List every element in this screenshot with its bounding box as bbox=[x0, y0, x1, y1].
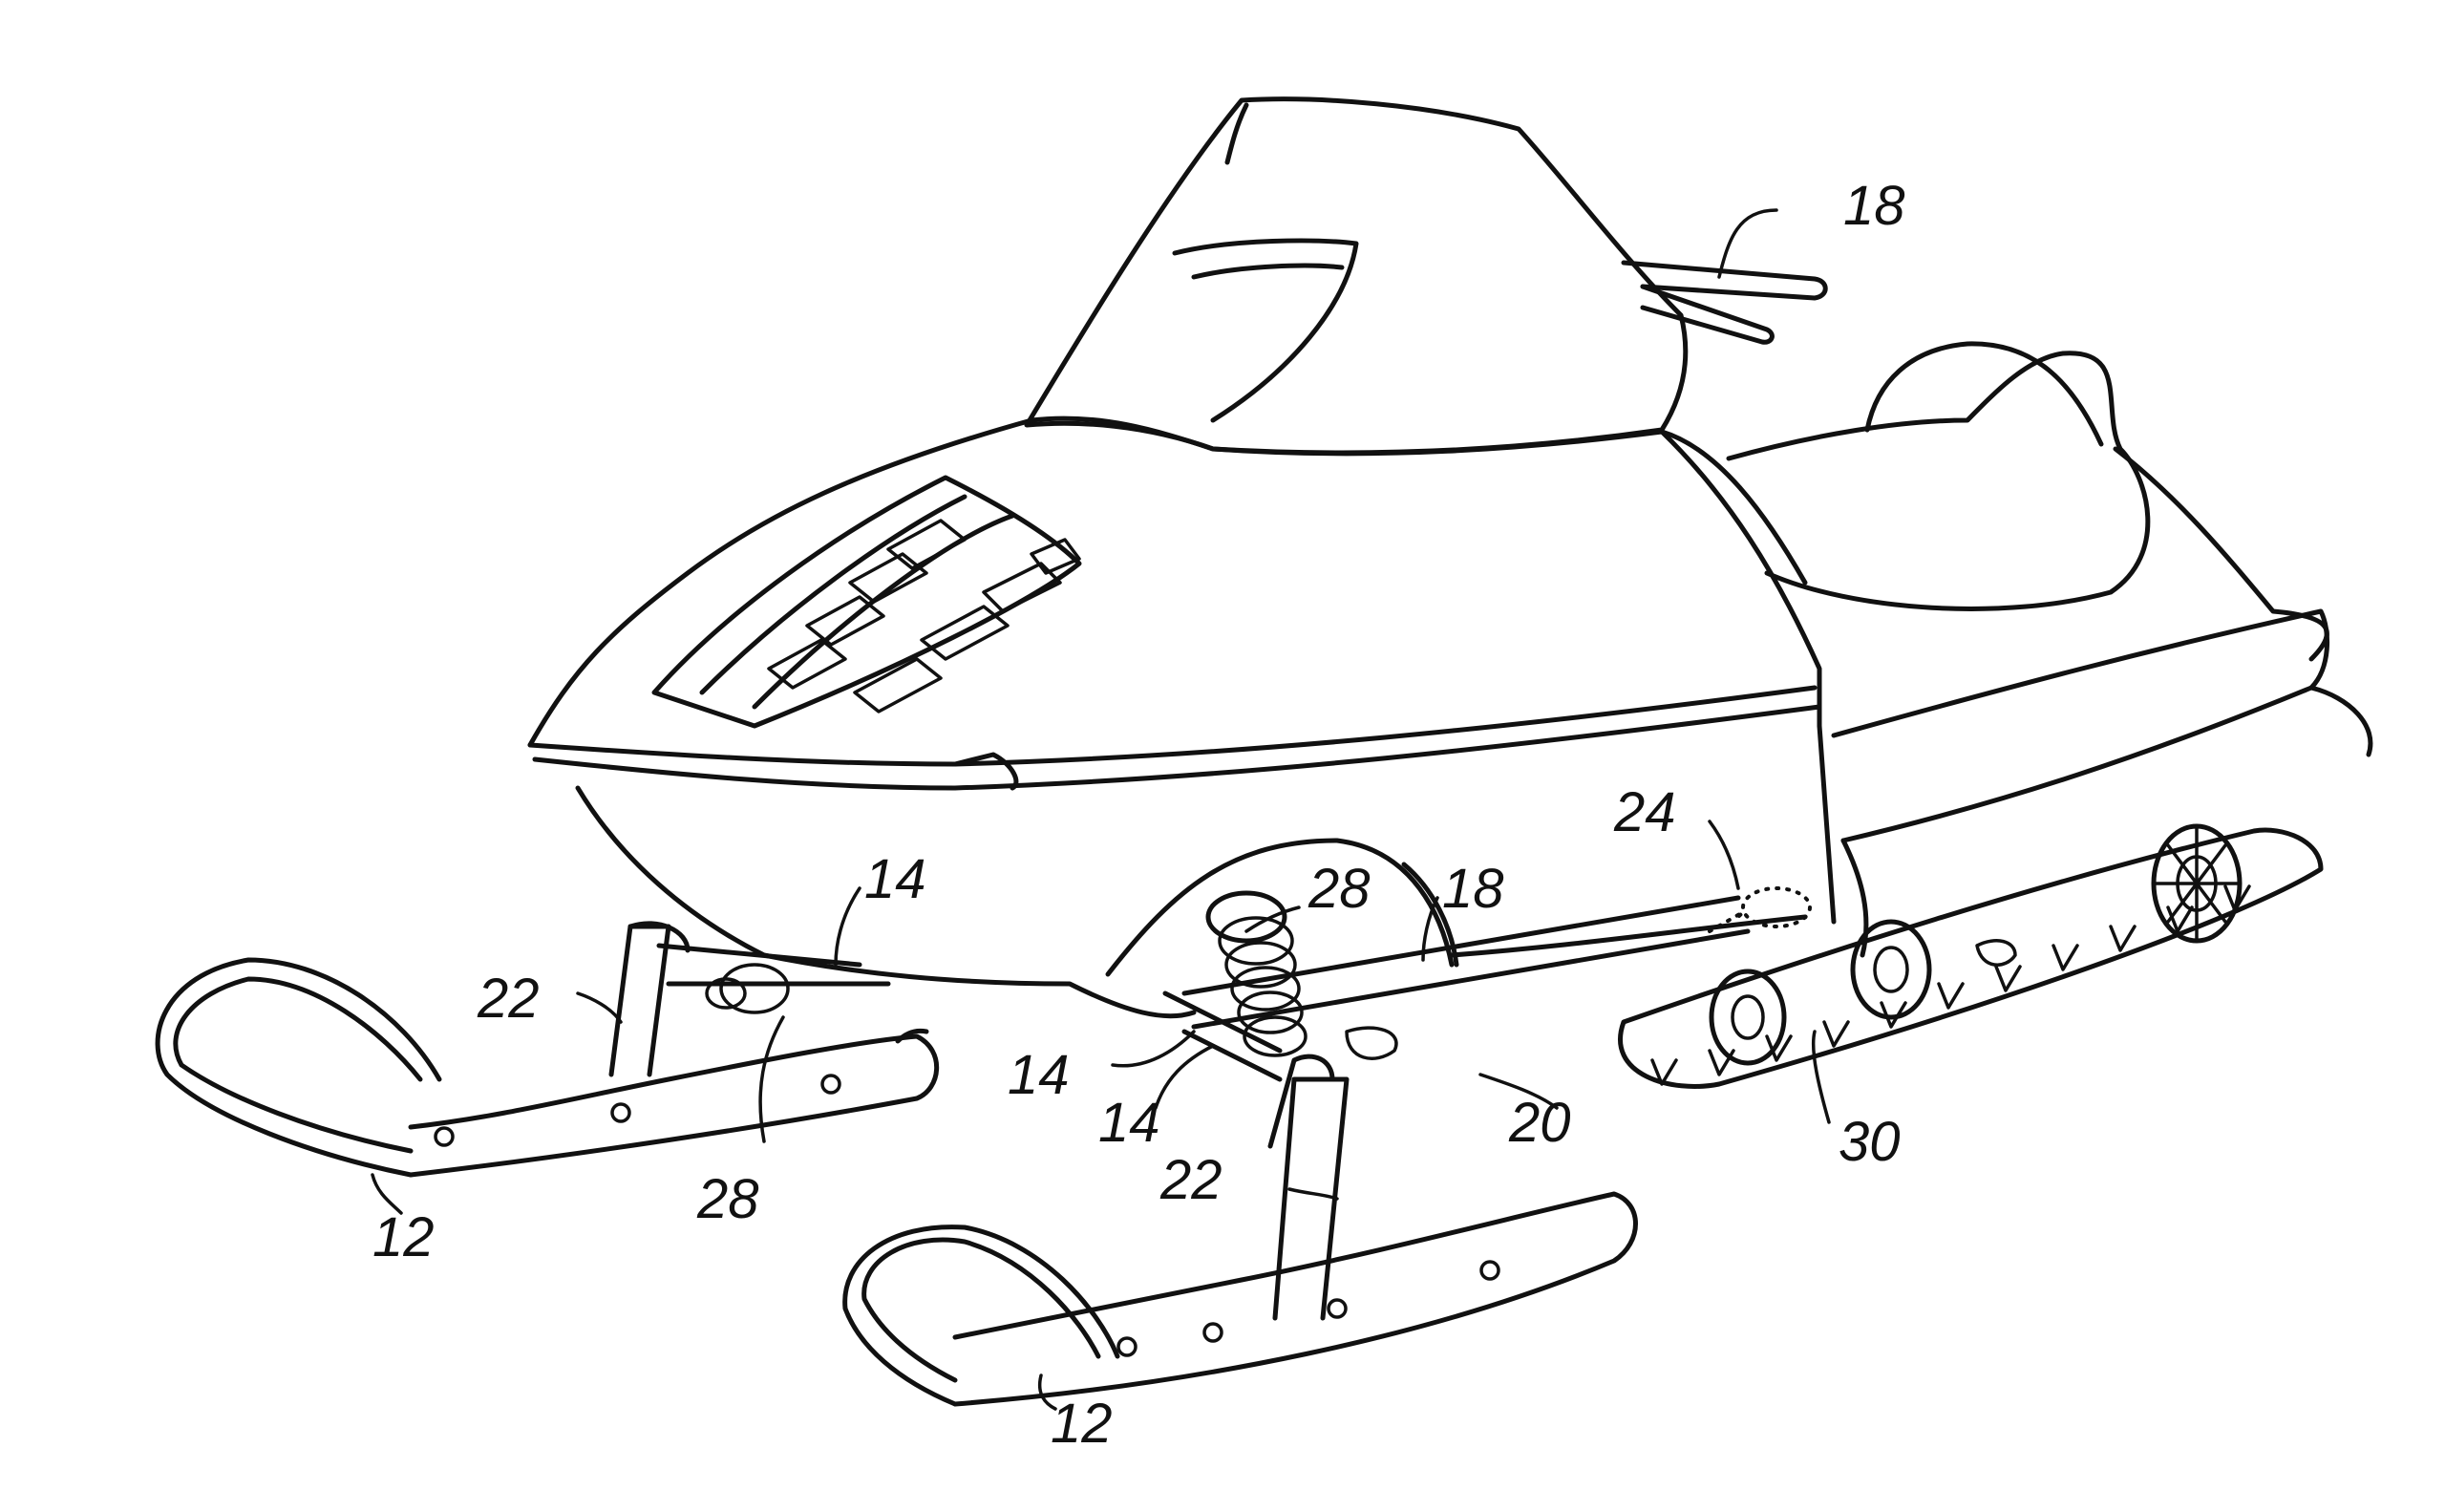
right-ski bbox=[842, 1191, 1638, 1407]
shock-absorber-spring bbox=[1162, 890, 1398, 1082]
numeral-30: 30 bbox=[1839, 1111, 1901, 1173]
handlebar bbox=[1621, 260, 1828, 345]
numeral-12-left: 12 bbox=[372, 1206, 435, 1268]
numeral-14-mid-a: 14 bbox=[1008, 1044, 1070, 1106]
seat bbox=[1726, 341, 2329, 662]
reference-numerals: 18 14 22 28 12 24 28 18 14 14 22 20 30 1… bbox=[372, 175, 1905, 1455]
left-ski bbox=[155, 957, 940, 1178]
numeral-18-top: 18 bbox=[1843, 175, 1905, 237]
numeral-28-right: 28 bbox=[1308, 858, 1371, 920]
numeral-28-left: 28 bbox=[696, 1168, 759, 1230]
trailing-arm bbox=[1181, 895, 1751, 1030]
numeral-22-left: 22 bbox=[477, 968, 540, 1030]
numeral-18-right: 18 bbox=[1442, 858, 1504, 920]
numeral-24: 24 bbox=[1613, 781, 1676, 843]
tunnel bbox=[1831, 608, 2373, 958]
belly-pan bbox=[575, 723, 1837, 1019]
numeral-14-front: 14 bbox=[864, 848, 926, 910]
drive-track bbox=[1618, 827, 2324, 1089]
numeral-14-mid-b: 14 bbox=[1098, 1092, 1160, 1154]
bogie-wheels bbox=[1709, 823, 2243, 1066]
left-spindle bbox=[608, 921, 891, 1077]
windshield bbox=[1024, 96, 1689, 456]
numeral-20: 20 bbox=[1508, 1092, 1571, 1154]
right-spindle bbox=[1267, 1054, 1350, 1321]
exhaust-outlet bbox=[1708, 886, 1812, 933]
leader-lines bbox=[371, 208, 1831, 1411]
numeral-12-right: 12 bbox=[1051, 1393, 1113, 1455]
numeral-22-right: 22 bbox=[1159, 1149, 1222, 1211]
hood bbox=[527, 415, 1822, 791]
